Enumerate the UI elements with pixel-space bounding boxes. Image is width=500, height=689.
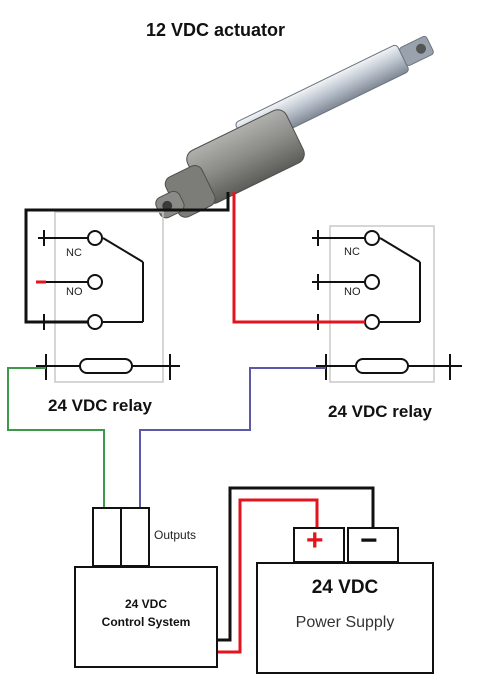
relay-right-switch — [312, 230, 421, 330]
power-supply-box — [256, 562, 434, 674]
green-wire — [7, 367, 105, 508]
control-system-line2: Control System — [101, 615, 191, 629]
actuator-image — [155, 35, 434, 219]
black-wire-actuator — [24, 192, 230, 324]
power-supply-name: Power Supply — [295, 614, 395, 631]
supply-minus-label: − — [360, 524, 378, 557]
relay-left-title: 24 VDC relay — [48, 396, 152, 415]
relay-right-contacts — [364, 230, 380, 330]
relay-left-frame — [54, 211, 164, 383]
black-wire-supply — [216, 486, 375, 642]
supply-minus-terminal — [347, 527, 399, 563]
relay-right-nc-label: NC — [344, 246, 360, 258]
supply-plus-label: + — [306, 524, 324, 557]
actuator-title: 12 VDC actuator — [146, 20, 286, 40]
red-wire-supply — [216, 498, 319, 654]
relay-right-title: 24 VDC relay — [328, 402, 432, 421]
relay-right-no-label: NO — [344, 286, 361, 298]
relay-left-contacts — [87, 230, 103, 330]
outputs-label: Outputs — [154, 528, 197, 542]
supply-plus-terminal — [293, 527, 345, 563]
relay-right-coil — [316, 354, 462, 380]
relay-left-no-label: NO — [66, 286, 83, 298]
blue-wire — [139, 367, 326, 508]
control-system-box — [74, 566, 218, 668]
control-system-line1: 24 VDC — [124, 597, 168, 611]
output-terminal-2 — [120, 507, 150, 567]
relay-left-coil — [36, 354, 180, 380]
relay-right-frame — [329, 225, 435, 383]
output-terminal-1 — [92, 507, 122, 567]
power-supply-voltage: 24 VDC — [311, 577, 379, 598]
red-wire-actuator — [232, 192, 365, 324]
relay-left-nc-label: NC — [66, 247, 82, 259]
relay-left-switch — [38, 230, 144, 330]
